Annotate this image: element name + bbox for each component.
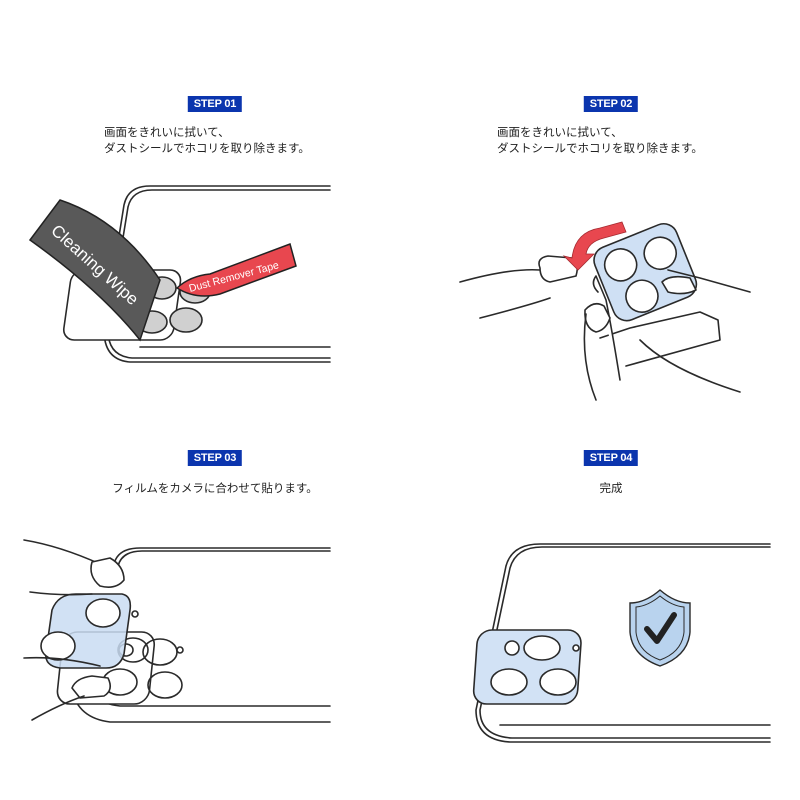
camera-film bbox=[40, 593, 139, 669]
shield-check-icon bbox=[629, 589, 691, 667]
apply-film-illustration bbox=[23, 539, 331, 723]
step-badge: STEP 02 bbox=[583, 96, 639, 112]
step-description: 画面をきれいに拭いて、 ダストシールでホコリを取り除きます。 bbox=[104, 125, 310, 155]
step-02-panel: STEP 02 画面をきれいに拭いて、 ダストシールでホコリを取り除きます。 bbox=[400, 0, 800, 401]
step-badge: STEP 03 bbox=[187, 450, 243, 466]
step-badge: STEP 01 bbox=[187, 96, 243, 112]
camera-film bbox=[593, 222, 698, 322]
step-description: 完成 bbox=[599, 481, 623, 495]
peel-film-illustration bbox=[459, 221, 751, 401]
step-01-panel: STEP 01 画面をきれいに拭いて、 ダストシールでホコリを取り除きます。 C… bbox=[0, 0, 400, 400]
completed-illustration bbox=[472, 543, 771, 743]
step-04-panel: STEP 04 完成 bbox=[400, 400, 800, 800]
cleaning-illustration: Cleaning Wipe Dust Remover Tape bbox=[28, 185, 331, 363]
step-badge: STEP 04 bbox=[583, 450, 639, 466]
step-description: 画面をきれいに拭いて、 ダストシールでホコリを取り除きます。 bbox=[497, 125, 703, 155]
step-description: フィルムをカメラに合わせて貼ります。 bbox=[112, 481, 318, 495]
dust-remover-tape: Dust Remover Tape bbox=[175, 243, 297, 297]
step-03-panel: STEP 03 フィルムをカメラに合わせて貼ります。 bbox=[0, 400, 400, 800]
